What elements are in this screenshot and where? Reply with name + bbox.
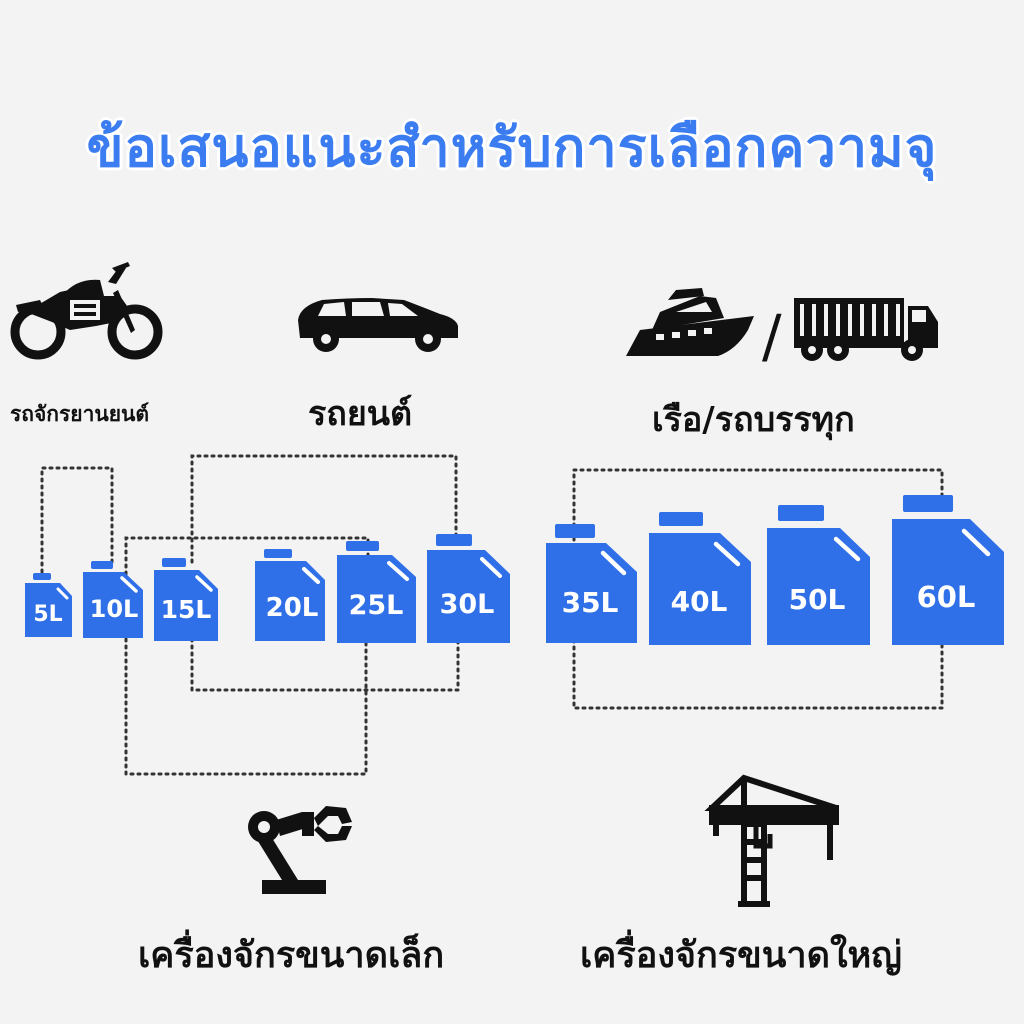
connector-motorcycle	[40, 466, 114, 574]
can-label-60l: 60L	[917, 580, 976, 614]
connector-boat-truck	[572, 468, 944, 542]
label-motorcycle: รถจักรยานยนต์	[10, 402, 150, 426]
label-boat-truck: เรือ/รถบรรทุก	[652, 400, 855, 440]
connector-car-bottom	[190, 630, 460, 692]
page-title: ข้อเสนอแนะสำหรับการเลือกความจุ	[86, 116, 938, 179]
can-35l: 35L	[546, 524, 637, 643]
can-label-35l: 35L	[562, 586, 619, 619]
can-label-50l: 50L	[789, 583, 846, 616]
can-20l: 20L	[255, 549, 325, 641]
can-label-30l: 30L	[440, 589, 495, 620]
can-15l: 15L	[154, 558, 218, 641]
can-30l: 30L	[427, 534, 510, 643]
label-car: รถยนต์	[308, 394, 413, 434]
range-connectors	[40, 454, 944, 776]
connector-car	[190, 454, 458, 564]
can-label-40l: 40L	[671, 585, 728, 618]
car-icon	[298, 298, 458, 352]
can-5l: 5L	[25, 573, 72, 637]
robot-arm-icon	[248, 806, 352, 894]
can-60l: 60L	[892, 495, 1004, 645]
separator-slash: /	[762, 302, 782, 370]
can-10l: 10L	[83, 561, 143, 638]
motorcycle-icon	[10, 262, 163, 360]
boat-icon	[626, 288, 754, 356]
can-50l: 50L	[767, 505, 870, 645]
truck-icon	[794, 298, 938, 361]
can-label-25l: 25L	[349, 590, 404, 621]
connector-small-machine-bottom	[124, 630, 368, 776]
can-40l: 40L	[649, 512, 751, 645]
can-label-5l: 5L	[33, 602, 62, 627]
can-label-20l: 20L	[266, 593, 319, 623]
can-label-10l: 10L	[90, 595, 139, 623]
can-25l: 25L	[337, 541, 416, 643]
connector-large-machine	[572, 638, 944, 710]
crane-icon	[704, 774, 839, 907]
can-label-15l: 15L	[161, 595, 212, 624]
label-large-machine: เครื่องจักรขนาดใหญ่	[580, 935, 902, 976]
label-small-machine: เครื่องจักรขนาดเล็ก	[138, 935, 445, 976]
